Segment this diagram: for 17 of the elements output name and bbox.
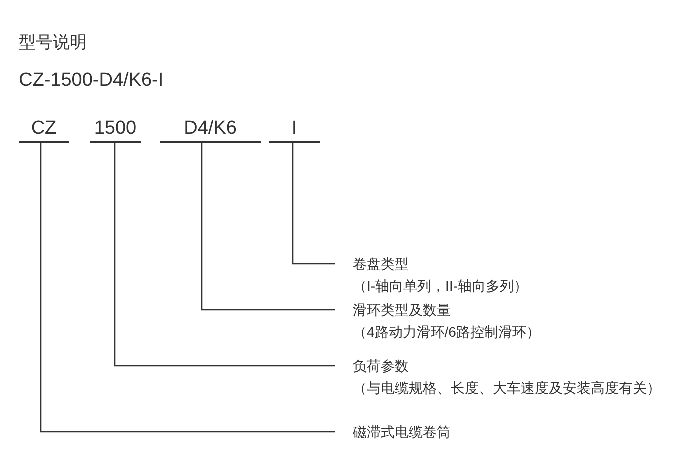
code-segment: D4/K6 [160,117,261,143]
explanation-note: （与电缆规格、长度、大车速度及安装高度有关） [353,379,661,398]
leader-line [201,143,335,311]
code-segment: CZ [19,117,69,143]
explanation-note: （4路动力滑环/6路控制滑环） [353,323,540,342]
leader-line [292,143,335,265]
explanation-heading: 负荷参数 [353,357,410,376]
leader-line [114,143,335,367]
explanation-heading: 磁滞式电缆卷筒 [353,423,451,442]
title: 型号说明 [19,32,87,54]
explanation-heading: 卷盘类型 [353,255,410,274]
explanation-note: （I-轴向单列，II-轴向多列） [353,277,528,296]
leader-line [40,143,335,433]
code-segment: I [269,117,320,143]
explanation-heading: 滑环类型及数量 [353,301,452,320]
model-code: CZ-1500-D4/K6-I [19,70,164,92]
code-segment: 1500 [90,117,141,143]
